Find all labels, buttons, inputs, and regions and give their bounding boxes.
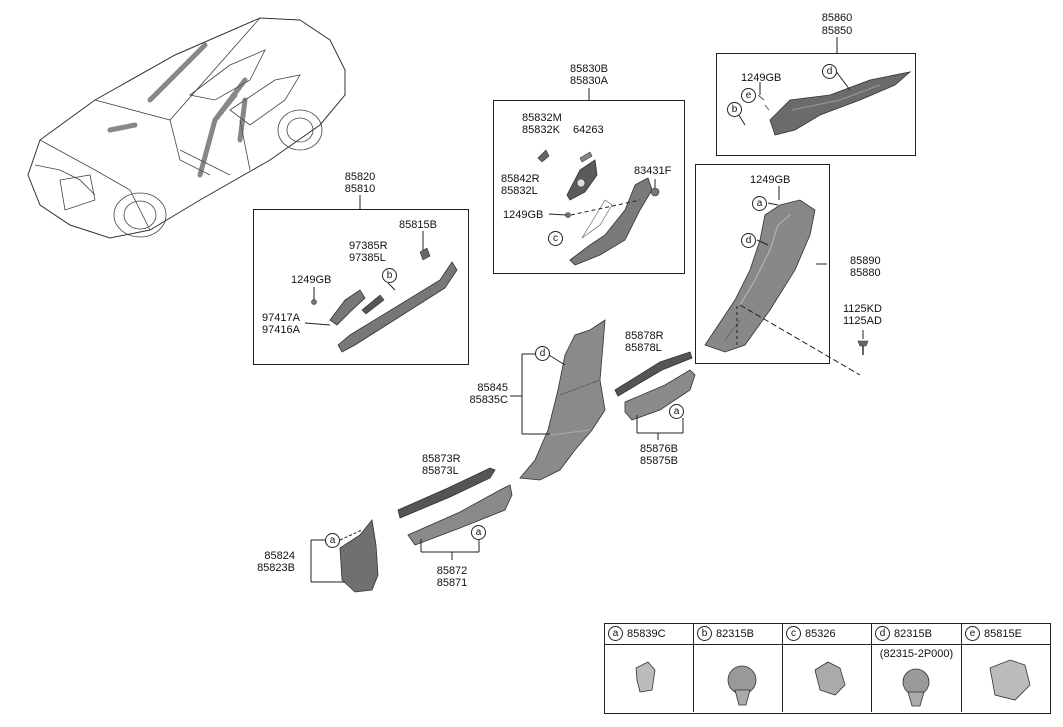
part-label-85890: 85890 bbox=[850, 255, 881, 267]
part-85873-shape bbox=[397, 467, 513, 546]
callout-c-mid: c bbox=[548, 231, 563, 246]
legend-cell-b: b 82315B bbox=[694, 624, 783, 712]
part-85860-shape bbox=[757, 71, 912, 136]
callout-e-top: e bbox=[741, 88, 756, 103]
legend-header: e 85815E bbox=[962, 624, 1050, 645]
group-box-85820 bbox=[253, 209, 469, 365]
legend-part-code: 82315B bbox=[894, 628, 932, 640]
part-label-97416A: 97416A bbox=[262, 324, 300, 336]
callout-b-left: b bbox=[382, 268, 397, 283]
part-label-85880: 85880 bbox=[850, 267, 881, 279]
bolt-1125KD-shape bbox=[857, 340, 869, 355]
callout-d-top: d bbox=[822, 64, 837, 79]
callout-d-pillar: d bbox=[535, 346, 550, 361]
legend-part-code: 85326 bbox=[805, 628, 836, 640]
legend-callout: a bbox=[608, 626, 623, 641]
legend-part-code: 85815E bbox=[984, 628, 1022, 640]
legend-cell-e: e 85815E bbox=[962, 624, 1050, 712]
legend-cell-d: d 82315B (82315-2P000) bbox=[872, 624, 962, 712]
legend-callout: b bbox=[697, 626, 712, 641]
part-label-85835C: 85835C bbox=[469, 394, 508, 406]
part-label-85860: 85860 bbox=[821, 12, 853, 24]
part-label-85810: 85810 bbox=[344, 183, 376, 195]
part-85820-shape bbox=[311, 247, 458, 353]
legend-header: a 85839C bbox=[605, 624, 693, 645]
part-85845-shape bbox=[519, 319, 606, 481]
part-label-85832L: 85832L bbox=[501, 185, 538, 197]
part-label-83431F: 83431F bbox=[634, 165, 672, 177]
part-label-85878R: 85878R bbox=[625, 330, 664, 342]
part-label-85830A: 85830A bbox=[570, 75, 608, 87]
legend-cell-a: a 85839C bbox=[605, 624, 694, 712]
legend-alt-part-note: (82315-2P000) bbox=[879, 648, 954, 660]
legend-callout: e bbox=[965, 626, 980, 641]
part-label-1125KD: 1125KD bbox=[843, 303, 882, 315]
part-85830-shape bbox=[537, 149, 660, 266]
callout-d-right: d bbox=[741, 233, 756, 248]
part-85890-shape bbox=[704, 199, 816, 353]
part-label-1249GB-left: 1249GB bbox=[291, 274, 332, 286]
legend-table: a 85839C b 82315B c 85326 d 82315B (8231… bbox=[604, 623, 1051, 714]
part-85878-shape bbox=[614, 351, 696, 421]
legend-clip-icons bbox=[635, 659, 1031, 707]
part-label-85873L: 85873L bbox=[422, 465, 459, 477]
part-label-97385R: 97385R bbox=[349, 240, 388, 252]
group-box-85860 bbox=[716, 53, 916, 156]
part-label-85815B: 85815B bbox=[399, 219, 437, 231]
part-label-85872: 85872 bbox=[436, 565, 468, 577]
part-label-85832K: 85832K bbox=[522, 124, 560, 136]
legend-part-code: 82315B bbox=[716, 628, 754, 640]
part-label-85824: 85824 bbox=[264, 550, 295, 562]
part-label-97417A: 97417A bbox=[262, 312, 300, 324]
part-label-1249GB-mid: 1249GB bbox=[503, 209, 544, 221]
legend-callout: d bbox=[875, 626, 890, 641]
callout-a-85872: a bbox=[471, 525, 486, 540]
callout-b-top: b bbox=[727, 102, 742, 117]
part-label-85845: 85845 bbox=[477, 382, 508, 394]
legend-cell-c: c 85326 bbox=[783, 624, 872, 712]
legend-header: c 85326 bbox=[783, 624, 871, 645]
legend-header: b 82315B bbox=[694, 624, 782, 645]
part-label-85873R: 85873R bbox=[422, 453, 461, 465]
part-label-85832M: 85832M bbox=[522, 112, 562, 124]
part-label-85823B: 85823B bbox=[257, 562, 295, 574]
part-label-1249GB-right: 1249GB bbox=[750, 174, 791, 186]
part-label-85830B: 85830B bbox=[570, 63, 608, 75]
part-label-85850: 85850 bbox=[821, 25, 853, 37]
legend-part-code: 85839C bbox=[627, 628, 666, 640]
group-box-85890 bbox=[695, 164, 830, 364]
part-label-85875B: 85875B bbox=[640, 455, 678, 467]
part-label-1125AD: 1125AD bbox=[843, 315, 882, 327]
part-label-64263: 64263 bbox=[573, 124, 604, 136]
part-label-97385L: 97385L bbox=[349, 252, 386, 264]
part-85824-shape bbox=[339, 519, 379, 593]
car-illustration bbox=[27, 17, 346, 239]
part-label-85878L: 85878L bbox=[625, 342, 662, 354]
part-label-85876B: 85876B bbox=[640, 443, 678, 455]
legend-header: d 82315B bbox=[872, 624, 961, 645]
part-label-85871: 85871 bbox=[436, 577, 468, 589]
car-trim-highlight bbox=[107, 42, 248, 178]
part-label-1249GB-top: 1249GB bbox=[741, 72, 782, 84]
group-box-85830 bbox=[493, 100, 685, 274]
callout-a-85876: a bbox=[669, 404, 684, 419]
part-label-85820: 85820 bbox=[344, 171, 376, 183]
part-label-85842R: 85842R bbox=[501, 173, 540, 185]
legend-callout: c bbox=[786, 626, 801, 641]
callout-a-85824: a bbox=[325, 533, 340, 548]
callout-a-right: a bbox=[752, 196, 767, 211]
